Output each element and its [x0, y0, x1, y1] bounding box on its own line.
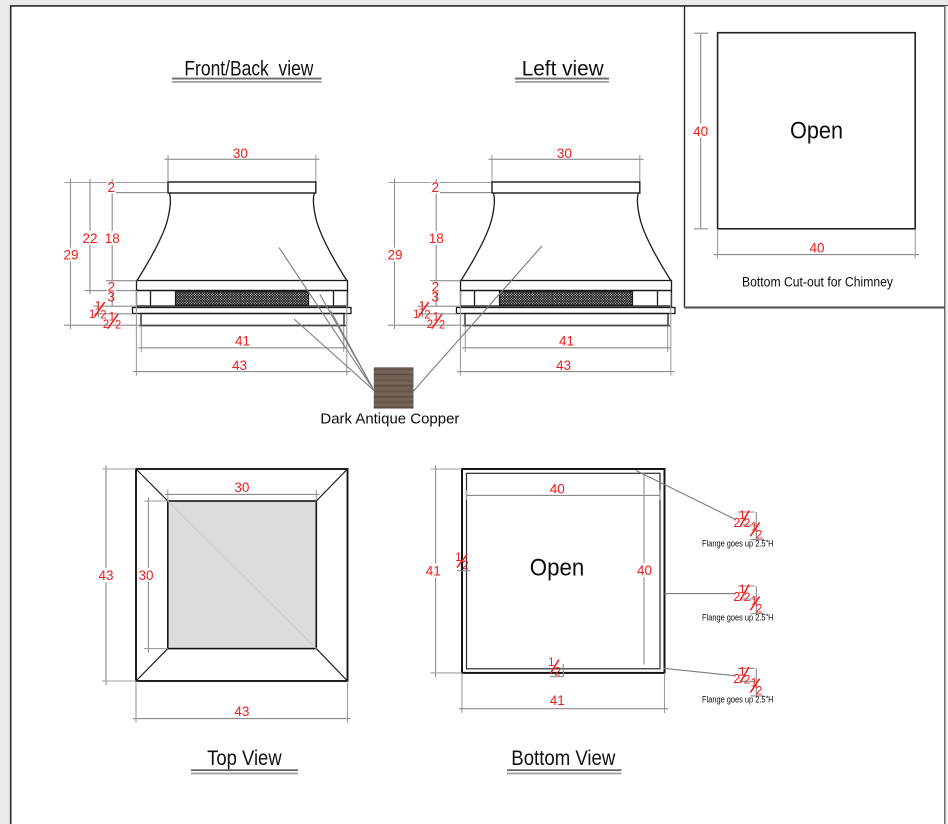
svg-text:30: 30 [557, 146, 572, 161]
svg-text:Flange goes up 2.5"H: Flange goes up 2.5"H [702, 612, 774, 623]
svg-text:3: 3 [108, 290, 116, 305]
svg-text:40: 40 [550, 482, 565, 497]
svg-text:Front/Back view: Front/Back view [184, 57, 314, 80]
svg-text:1: 1 [739, 582, 746, 596]
svg-text:41: 41 [550, 693, 565, 708]
svg-text:2: 2 [108, 279, 116, 294]
svg-text:2: 2 [115, 320, 121, 332]
svg-text:40: 40 [693, 124, 708, 139]
svg-text:2: 2 [756, 684, 763, 698]
svg-text:2: 2 [427, 319, 433, 331]
svg-text:1: 1 [89, 309, 95, 321]
svg-text:1: 1 [739, 664, 746, 678]
svg-text:29: 29 [63, 247, 78, 262]
svg-text:2: 2 [107, 180, 115, 195]
svg-text:2: 2 [744, 673, 751, 687]
svg-text:Open: Open [530, 555, 585, 582]
svg-text:40: 40 [637, 563, 652, 578]
svg-text:2: 2 [424, 310, 430, 322]
svg-text:2: 2 [744, 590, 751, 604]
svg-text:1: 1 [751, 593, 758, 607]
svg-text:1: 1 [433, 312, 439, 324]
svg-text:2: 2 [756, 527, 763, 541]
svg-text:2: 2 [733, 516, 740, 530]
svg-text:22: 22 [82, 231, 97, 246]
svg-text:43: 43 [98, 568, 113, 583]
svg-text:29: 29 [387, 247, 402, 262]
svg-text:Left view: Left view [522, 57, 605, 80]
svg-text:2: 2 [462, 560, 468, 572]
svg-text:2: 2 [744, 516, 751, 530]
svg-text:30: 30 [138, 568, 153, 583]
svg-text:2: 2 [100, 310, 106, 322]
svg-text:41: 41 [426, 563, 441, 578]
svg-text:1: 1 [419, 301, 425, 313]
svg-text:1: 1 [751, 676, 758, 690]
svg-text:1: 1 [413, 309, 419, 321]
svg-text:2: 2 [733, 672, 740, 686]
svg-text:1: 1 [455, 552, 461, 564]
svg-text:1: 1 [95, 301, 101, 313]
svg-text:Bottom View: Bottom View [511, 747, 616, 770]
svg-text:43: 43 [232, 358, 247, 373]
svg-text:30: 30 [234, 480, 249, 495]
svg-text:2: 2 [554, 666, 560, 678]
svg-text:40: 40 [809, 240, 824, 255]
svg-text:2: 2 [432, 279, 440, 294]
svg-text:Open: Open [790, 118, 843, 145]
svg-text:30: 30 [233, 146, 248, 161]
svg-text:Dark Antique Copper: Dark Antique Copper [320, 410, 459, 427]
svg-text:41: 41 [559, 334, 574, 349]
svg-text:Flange goes up 2.5"H: Flange goes up 2.5"H [702, 538, 774, 549]
svg-text:2: 2 [756, 601, 763, 615]
svg-text:41: 41 [235, 334, 250, 349]
svg-text:1: 1 [739, 508, 746, 522]
svg-text:1: 1 [751, 519, 758, 533]
svg-text:Bottom Cut-out for Chimney: Bottom Cut-out for Chimney [742, 275, 893, 290]
svg-text:Top View: Top View [207, 747, 282, 770]
svg-text:2: 2 [103, 319, 109, 331]
svg-text:18: 18 [105, 231, 120, 246]
svg-text:Flange goes up 2.5"H: Flange goes up 2.5"H [702, 695, 774, 706]
svg-text:2: 2 [431, 180, 439, 195]
svg-text:43: 43 [556, 358, 571, 373]
svg-text:18: 18 [429, 231, 444, 246]
svg-text:1: 1 [109, 312, 115, 324]
svg-text:1: 1 [548, 657, 554, 669]
svg-text:2: 2 [439, 320, 445, 332]
svg-text:3: 3 [432, 290, 440, 305]
svg-text:43: 43 [234, 704, 249, 719]
svg-text:2: 2 [733, 590, 740, 604]
